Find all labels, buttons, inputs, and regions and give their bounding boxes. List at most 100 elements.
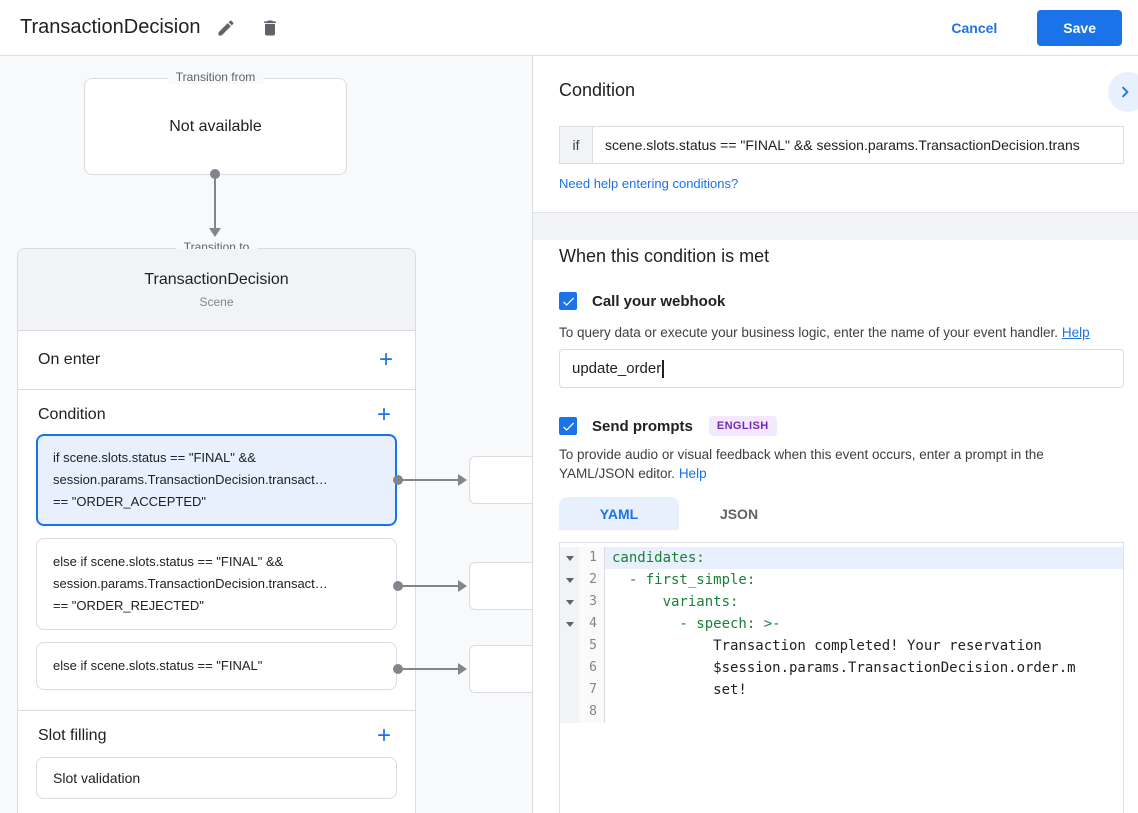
send-prompts-row: Send prompts ENGLISH: [559, 416, 777, 436]
code-line[interactable]: [605, 701, 1123, 723]
transition-from-content: Not available: [169, 117, 262, 135]
prompts-help-link[interactable]: Help: [678, 466, 707, 481]
condition-card-accepted[interactable]: if scene.slots.status == "FINAL" && sess…: [36, 434, 397, 526]
slot-filling-section: Slot filling + Slot validation: [18, 711, 415, 813]
fold-toggle-icon[interactable]: [560, 547, 579, 569]
arrow-right-icon: [458, 663, 467, 675]
code-row: 2 - first_simple:: [560, 569, 1123, 591]
transition-target-box[interactable]: [469, 562, 539, 610]
scene-subtitle: Scene: [199, 294, 234, 309]
conditions-help-link[interactable]: Need help entering conditions?: [559, 176, 739, 191]
webhook-checkbox[interactable]: [559, 292, 577, 310]
if-label: if: [559, 126, 593, 164]
top-bar: TransactionDecision Cancel Save: [0, 0, 1138, 56]
page-title: TransactionDecision: [20, 16, 201, 38]
code-line[interactable]: candidates:: [605, 547, 1123, 569]
add-on-enter-button[interactable]: +: [375, 348, 397, 372]
fold-gutter: [560, 635, 579, 657]
send-prompts-checkbox[interactable]: [559, 417, 577, 435]
slot-filling-label: Slot filling: [38, 727, 107, 744]
arrow-right-icon: [458, 474, 467, 486]
code-row: 7 set!: [560, 679, 1123, 701]
collapse-panel-button[interactable]: [1108, 72, 1138, 112]
arrow-right-icon: [458, 580, 467, 592]
panel-condition-title: Condition: [559, 80, 636, 100]
code-line[interactable]: - speech: >-: [612, 616, 781, 632]
on-enter-label: On enter: [38, 351, 101, 368]
line-number: 1: [579, 547, 605, 569]
code-row: 4 - speech: >-: [560, 613, 1123, 635]
when-condition-met-title: When this condition is met: [559, 246, 770, 266]
transition-from-node: Transition from Not available: [84, 70, 347, 175]
checkmark-icon: [562, 297, 574, 306]
webhook-label: Call your webhook: [592, 292, 726, 310]
connector-line: [400, 479, 458, 481]
condition-card-final[interactable]: else if scene.slots.status == "FINAL": [36, 642, 397, 690]
pencil-icon: [218, 19, 234, 35]
add-slot-button[interactable]: +: [373, 724, 395, 748]
scene-title: TransactionDecision: [144, 270, 289, 288]
code-line[interactable]: Transaction completed! Your reservation: [612, 638, 1042, 654]
text-cursor: [662, 359, 664, 378]
transition-target-box[interactable]: [469, 456, 539, 504]
connector-dot: [393, 475, 403, 485]
slot-validation-card[interactable]: Slot validation: [36, 757, 397, 799]
fold-toggle-icon[interactable]: [560, 569, 579, 591]
condition-section-label: Condition: [38, 406, 106, 423]
checkmark-icon: [562, 422, 574, 431]
fold-toggle-icon[interactable]: [560, 613, 579, 635]
tab-yaml[interactable]: YAML: [559, 497, 679, 530]
language-badge: ENGLISH: [708, 416, 777, 436]
code-line[interactable]: - first_simple:: [612, 572, 756, 588]
code-row: 8: [560, 701, 1123, 723]
line-number: 4: [579, 613, 605, 635]
code-row: 6 $session.params.TransactionDecision.or…: [560, 657, 1123, 679]
flow-canvas: Transition from Not available Transition…: [0, 56, 539, 813]
fold-gutter: [560, 679, 579, 701]
editor-tabs: YAML JSON: [559, 497, 799, 530]
connector-line: [214, 178, 216, 228]
line-number: 2: [579, 569, 605, 591]
code-line[interactable]: set!: [612, 682, 747, 698]
delete-button[interactable]: [252, 10, 288, 46]
connector-line: [400, 668, 458, 670]
trash-icon: [264, 20, 277, 35]
condition-detail-panel: Condition if scene.slots.status == "FINA…: [532, 56, 1138, 813]
condition-expression-input[interactable]: scene.slots.status == "FINAL" && session…: [593, 126, 1124, 164]
condition-expression-value: scene.slots.status == "FINAL" && session…: [605, 137, 1080, 153]
chevron-right-icon: [1121, 86, 1129, 98]
code-line[interactable]: variants:: [612, 594, 739, 610]
condition-section: Condition + if scene.slots.status == "FI…: [18, 390, 415, 711]
section-divider: [533, 212, 1138, 240]
line-number: 6: [579, 657, 605, 679]
code-line[interactable]: $session.params.TransactionDecision.orde…: [612, 660, 1076, 676]
fold-gutter: [560, 701, 579, 723]
on-enter-section: On enter +: [18, 331, 415, 390]
connector-dot: [393, 664, 403, 674]
event-handler-input[interactable]: update_order: [559, 349, 1124, 388]
transition-target-box[interactable]: [469, 645, 539, 693]
webhook-help-link[interactable]: Help: [1061, 325, 1090, 340]
scene-header: TransactionDecision Scene: [18, 249, 415, 331]
fold-gutter: [560, 657, 579, 679]
condition-expression-row: if scene.slots.status == "FINAL" && sess…: [559, 126, 1124, 164]
fold-toggle-icon[interactable]: [560, 591, 579, 613]
save-button[interactable]: Save: [1037, 9, 1122, 46]
yaml-editor[interactable]: 1 candidates: 2 - first_simple: 3 varian…: [559, 542, 1124, 813]
tab-json[interactable]: JSON: [719, 505, 759, 522]
code-row: 3 variants:: [560, 591, 1123, 613]
edit-button[interactable]: [208, 10, 244, 46]
line-number: 3: [579, 591, 605, 613]
connector-dot: [210, 169, 220, 179]
add-condition-button[interactable]: +: [373, 403, 395, 427]
send-prompts-label: Send prompts: [592, 417, 693, 435]
code-row: 5 Transaction completed! Your reservatio…: [560, 635, 1123, 657]
line-number: 8: [579, 701, 605, 723]
condition-card-rejected[interactable]: else if scene.slots.status == "FINAL" &&…: [36, 538, 397, 630]
call-webhook-row: Call your webhook: [559, 292, 725, 310]
line-number: 7: [579, 679, 605, 701]
transition-to-node[interactable]: Transition to TransactionDecision Scene …: [17, 240, 416, 813]
cancel-button[interactable]: Cancel: [939, 12, 1009, 44]
arrow-down-icon: [209, 228, 221, 237]
